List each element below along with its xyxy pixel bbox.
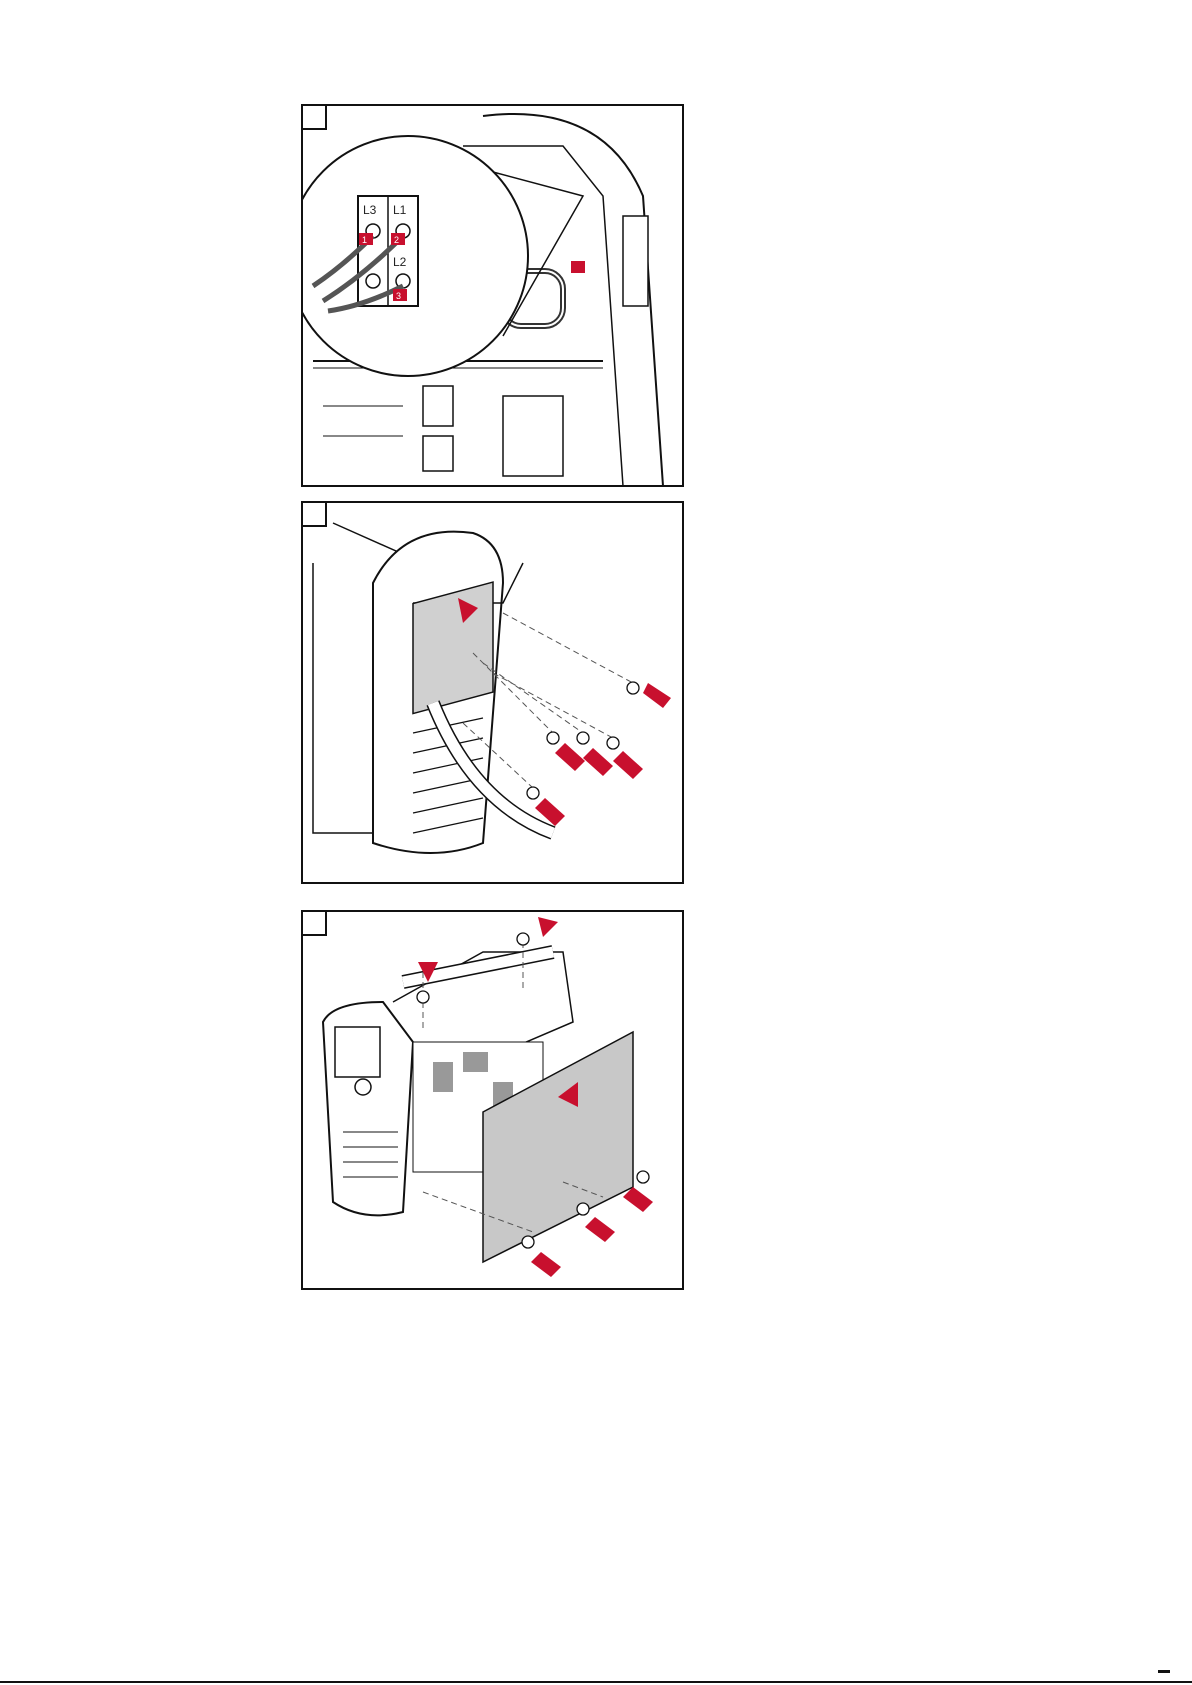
arrow-icon: 2 [391, 233, 405, 245]
step-number-box [303, 503, 327, 527]
footer-rule [0, 1681, 1192, 1683]
terminal-label-l1: L1 [393, 203, 407, 217]
step-number-box [303, 106, 327, 130]
step-number-box [303, 912, 327, 936]
figure-front-panel-assembly [301, 501, 684, 884]
arrow-icon [571, 261, 585, 273]
page-number-mark [1158, 1670, 1170, 1673]
arrow-icon: 1 [359, 233, 373, 245]
arrow-icon: 3 [393, 289, 407, 301]
figure-side-panel-assembly [301, 910, 684, 1290]
arrow-number: 1 [362, 235, 367, 245]
arrow-number: 2 [394, 235, 399, 245]
arrow-number: 3 [396, 291, 401, 301]
side-panel-illustration [303, 912, 684, 1290]
terminal-label-l3: L3 [363, 203, 377, 217]
front-panel-illustration [303, 503, 684, 884]
figure-terminal-connection: L3 L1 L2 1 2 3 [301, 104, 684, 487]
terminal-label-l2: L2 [393, 255, 407, 269]
terminal-illustration: L3 L1 L2 1 2 3 [303, 106, 684, 487]
